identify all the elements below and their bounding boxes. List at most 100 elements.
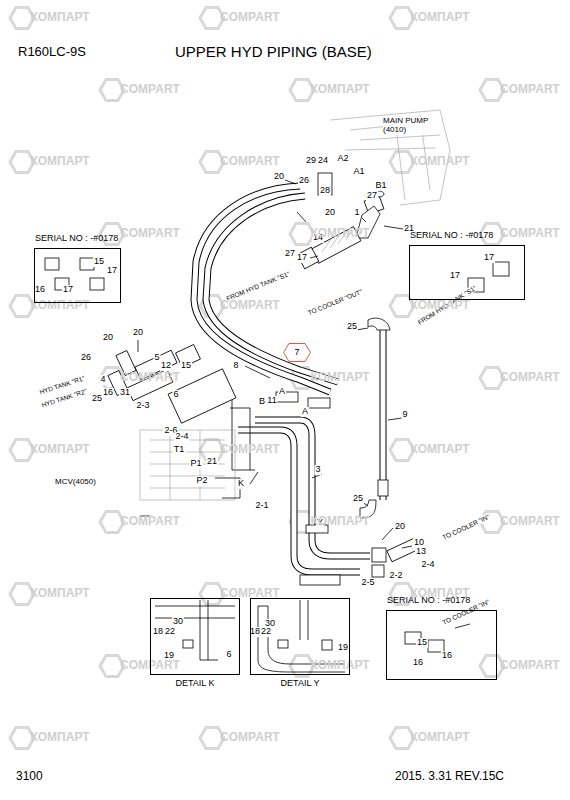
- main-pump: [318, 110, 450, 238]
- watermark: COMPART: [120, 227, 180, 240]
- callout-number: 25: [346, 322, 358, 332]
- watermark: КОМПАРТ: [30, 443, 89, 456]
- callout-number: 22: [164, 627, 176, 637]
- watermark: COMPART: [120, 83, 180, 96]
- callout-number: 20: [394, 522, 406, 532]
- watermark-logo: [390, 152, 414, 173]
- left-fittings: [108, 345, 330, 470]
- callout-number: 4: [99, 375, 106, 385]
- callout-number: 25: [352, 494, 364, 504]
- box-heading: SERIAL NO : -#0178: [35, 234, 118, 244]
- callout-number: 6: [225, 650, 232, 660]
- caption-text: MAIN PUMP (4010): [383, 117, 433, 135]
- box-heading: SERIAL NO : -#0178: [387, 596, 470, 606]
- callout-number: 11: [266, 396, 277, 406]
- callout-number: 31: [119, 388, 131, 398]
- callout-number: 20: [324, 208, 336, 218]
- callout-number: 29: [305, 156, 317, 166]
- callout-number: 17: [296, 253, 308, 263]
- box-heading: DETAIL K: [175, 679, 214, 689]
- callout-number: 17: [483, 253, 495, 263]
- callout-number: 17: [62, 285, 74, 295]
- box-heading: SERIAL NO : -#0178: [410, 231, 493, 241]
- watermark: COMPART: [120, 371, 180, 384]
- callout-number: 15: [93, 257, 105, 267]
- callout-number: 25: [91, 394, 103, 404]
- callout-number: 30: [172, 617, 184, 627]
- callout-number: 28: [319, 186, 331, 196]
- callout-number: P1: [189, 459, 202, 469]
- callout-number: 27: [284, 249, 296, 259]
- watermark: КОМПАРТ: [310, 83, 369, 96]
- watermark: КОМПАРТ: [30, 731, 89, 744]
- watermark: COMPART: [220, 443, 280, 456]
- watermark-logo: [390, 8, 414, 29]
- callout-number: 12: [160, 361, 172, 371]
- callout-number: K: [237, 479, 245, 489]
- callout-number: 3: [314, 465, 321, 475]
- caption-text: 2015. 3.31 REV.15C: [395, 770, 504, 783]
- watermark-logo: [290, 656, 314, 677]
- callout-number: 2-5: [360, 578, 375, 588]
- hoses: [194, 186, 338, 392]
- watermark-logo: [10, 152, 34, 173]
- caption-text: R160LC-9S: [18, 45, 86, 59]
- flow-note: FROM HYD TANK "S1": [225, 270, 290, 302]
- detail-box: DETAIL Y: [250, 598, 350, 675]
- callout-number: 27: [366, 191, 378, 201]
- serial-box: SERIAL NO : -#0178: [409, 245, 525, 300]
- serial-box-art: [45, 258, 509, 652]
- watermark: КОМПАРТ: [30, 155, 89, 168]
- callout-number: B: [258, 397, 266, 407]
- callout-number: P2: [195, 476, 208, 486]
- watermark: COMPART: [500, 659, 560, 672]
- watermark-logo: [290, 80, 314, 101]
- callout-number: 9: [401, 410, 408, 420]
- watermark: КОМПАРТ: [310, 515, 369, 528]
- watermark-logo: [10, 584, 34, 605]
- callout-number: 17: [449, 271, 461, 281]
- callout-number: 18: [152, 627, 164, 637]
- callout-number: 24: [317, 156, 329, 166]
- callout-hexagon: 7: [283, 343, 311, 362]
- watermark: COMPART: [220, 731, 280, 744]
- watermark-logo: [10, 296, 34, 317]
- cooler-pipe-9: [360, 318, 390, 518]
- watermark: КОМПАРТ: [310, 227, 369, 240]
- watermark: КОМПАРТ: [410, 155, 469, 168]
- flow-note: TO COOLER "OUT": [307, 288, 364, 316]
- callout-number: B1: [374, 181, 387, 191]
- watermark: КОМПАРТ: [410, 443, 469, 456]
- watermark: КОМПАРТ: [410, 11, 469, 24]
- watermark-logo: [390, 440, 414, 461]
- box-heading: DETAIL Y: [281, 679, 320, 689]
- callout-number: 26: [298, 176, 310, 186]
- callout-number: 22: [260, 627, 272, 637]
- callout-number: 16: [102, 388, 114, 398]
- callout-number: 2-4: [420, 560, 435, 570]
- watermark-logo: [290, 224, 314, 245]
- callout-number: 2-4: [174, 432, 189, 442]
- watermark-logo: [10, 728, 34, 749]
- callout-number: 16: [412, 658, 424, 668]
- watermark: COMPART: [500, 83, 560, 96]
- watermark: COMPART: [500, 227, 560, 240]
- watermark: COMPART: [220, 299, 280, 312]
- watermark: COMPART: [500, 515, 560, 528]
- watermark: КОМПАРТ: [30, 299, 89, 312]
- callout-number: 19: [337, 643, 349, 653]
- callout-number: 26: [80, 353, 92, 363]
- title: UPPER HYD PIPING (BASE): [175, 44, 372, 61]
- callout-number: 16: [34, 285, 46, 295]
- callout-number: 8: [232, 361, 239, 371]
- callout-number: 2-1: [254, 501, 269, 511]
- callout-number: 15: [180, 361, 192, 371]
- watermark-logo: [390, 728, 414, 749]
- watermark: COMPART: [120, 515, 180, 528]
- callout-number: A: [278, 387, 286, 397]
- callout-number: A2: [336, 154, 349, 164]
- callout-number: 7: [294, 348, 299, 358]
- caption-text: MCV(4050): [55, 478, 96, 487]
- watermark: КОМПАРТ: [30, 587, 89, 600]
